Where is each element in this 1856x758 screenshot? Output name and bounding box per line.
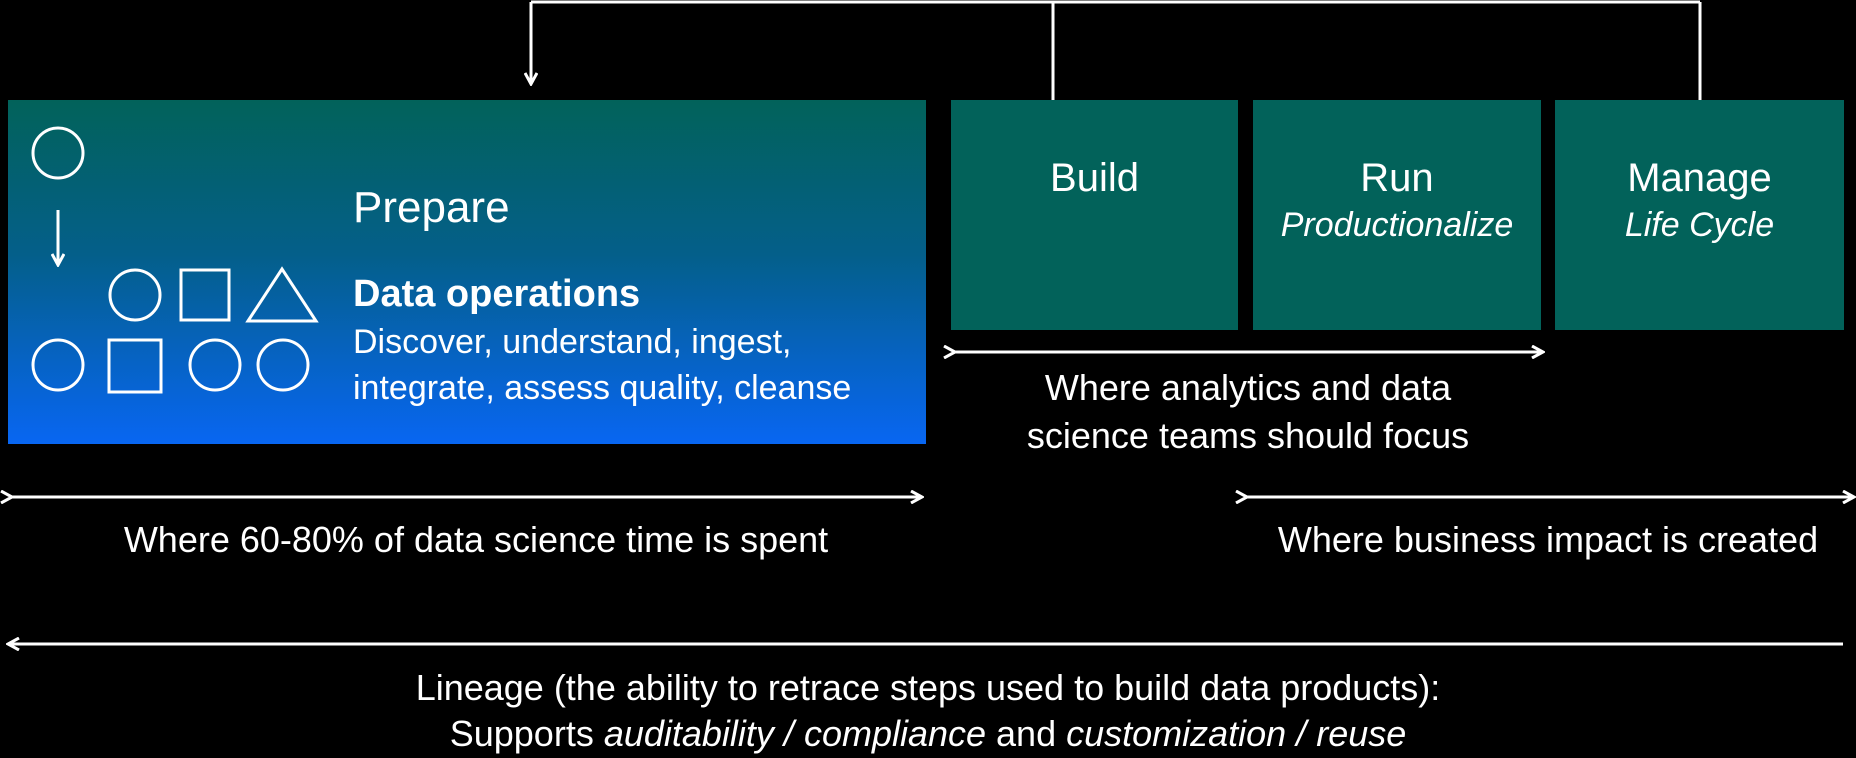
run-title: Run	[1360, 156, 1434, 200]
circle-icon	[31, 338, 85, 392]
run-box: Run Productionalize	[1253, 100, 1541, 330]
circle-icon	[31, 126, 85, 180]
lineage-caption-line-2: Supports auditability / compliance and c…	[0, 710, 1856, 758]
circle-icon	[256, 338, 310, 392]
prepare-shapes-icon	[31, 126, 319, 394]
feedback-loop-connector	[531, 0, 1702, 100]
focus-caption-line-1: Where analytics and data	[1044, 367, 1452, 408]
data-operations-line-1: Discover, understand, ingest,	[353, 323, 792, 361]
data-operations-line-2: integrate, assess quality, cleanse	[353, 369, 852, 407]
build-box: Build	[951, 100, 1238, 330]
manage-box: Manage Life Cycle	[1555, 100, 1844, 330]
lineage-auditability-text: auditability / compliance	[603, 713, 987, 754]
square-icon	[179, 268, 231, 322]
triangle-icon	[245, 266, 319, 323]
run-subtitle: Productionalize	[1280, 206, 1514, 244]
circle-icon	[108, 268, 162, 322]
prepare-title: Prepare	[353, 183, 510, 232]
lineage-and-text: and	[986, 713, 1067, 754]
impact-caption: Where business impact is created	[1277, 519, 1819, 560]
square-icon	[107, 338, 163, 394]
lineage-supports-text: Supports	[449, 713, 604, 754]
circle-icon	[188, 338, 242, 392]
manage-title: Manage	[1627, 156, 1772, 200]
manage-subtitle: Life Cycle	[1624, 206, 1775, 244]
prepare-time-caption: Where 60-80% of data science time is spe…	[123, 519, 829, 560]
lineage-caption-line-1: Lineage (the ability to retrace steps us…	[415, 667, 1441, 708]
data-operations-title: Data operations	[353, 273, 641, 315]
build-title: Build	[1050, 156, 1139, 200]
focus-caption-line-2: science teams should focus	[1026, 415, 1470, 456]
lineage-customization-text: customization / reuse	[1066, 713, 1407, 754]
arrows	[8, 352, 1854, 644]
